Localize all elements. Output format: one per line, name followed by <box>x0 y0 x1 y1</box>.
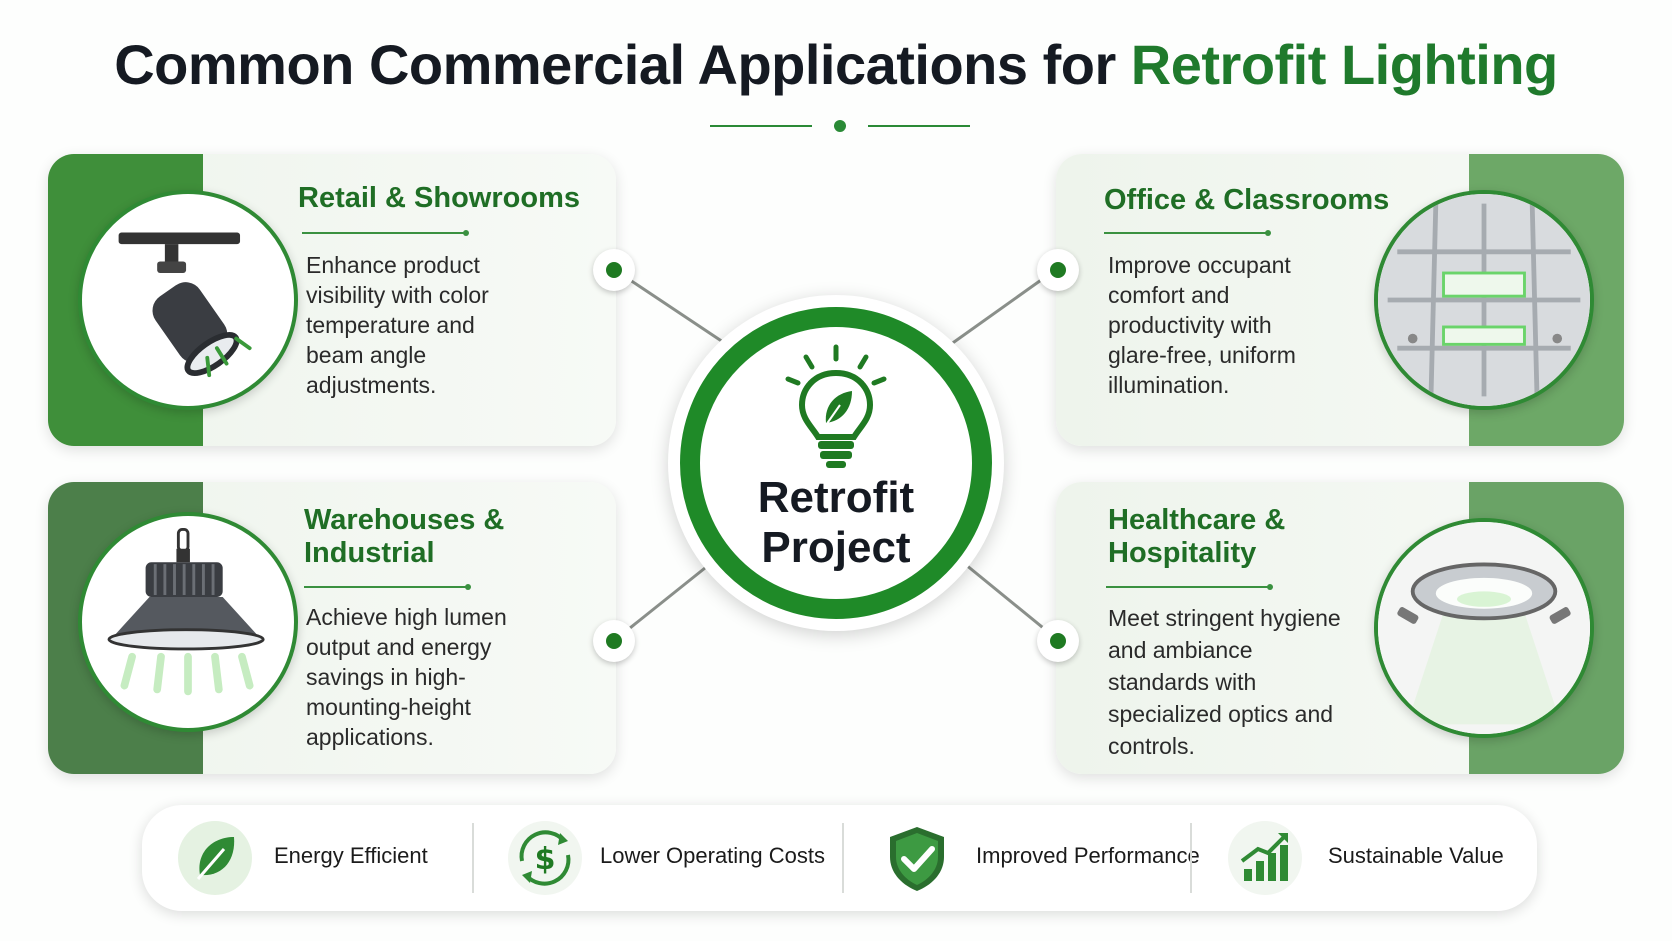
card-office: Office & Classrooms Improve occupant com… <box>1056 154 1624 446</box>
dollar-cycle-icon: $ <box>508 821 582 895</box>
recessed-downlight-icon <box>1374 518 1594 738</box>
card-description: Enhance product visibility with color te… <box>306 252 489 398</box>
connector-node-healthcare <box>1037 620 1079 662</box>
hub-label: Retrofit Project <box>668 473 1004 573</box>
card-healthcare: Healthcare & Hospitality Meet stringent … <box>1056 482 1624 774</box>
hub-label-line1: Retrofit <box>757 473 915 522</box>
ceiling-panel-icon <box>1374 190 1594 410</box>
card-rule <box>302 230 469 236</box>
card-rule <box>1104 230 1271 236</box>
card-title: Retail & Showrooms <box>298 182 580 214</box>
card-retail: Retail & Showrooms Enhance product visib… <box>48 154 616 446</box>
card-title: Healthcare & Hospitality <box>1108 504 1286 569</box>
benefit-divider <box>1190 823 1192 893</box>
benefit-divider <box>842 823 844 893</box>
title-accent: Retrofit Lighting <box>1130 33 1558 96</box>
benefit-label: Sustainable Value <box>1328 843 1504 868</box>
benefit-divider <box>472 823 474 893</box>
title-prefix: Common Commercial Applications for <box>114 33 1131 96</box>
growth-chart-icon <box>1228 821 1302 895</box>
card-title: Office & Classrooms <box>1104 184 1390 216</box>
connector-node-office <box>1037 249 1079 291</box>
hub-label-line2: Project <box>761 523 911 572</box>
shield-check-icon <box>880 821 954 895</box>
track-spotlight-icon <box>78 190 298 410</box>
lightbulb-leaf-icon <box>785 344 887 468</box>
connector-node-warehouse <box>593 620 635 662</box>
retrofit-project-hub: Retrofit Project <box>668 295 1004 631</box>
connector-node-retail <box>593 249 635 291</box>
card-rule <box>1106 584 1273 590</box>
card-description: Improve occupant comfort and productivit… <box>1108 252 1296 398</box>
card-rule <box>304 584 471 590</box>
benefit-label: Improved Performance <box>976 843 1200 868</box>
card-warehouse: Warehouses & Industrial Achieve high lum… <box>48 482 616 774</box>
page-title: Common Commercial Applications for Retro… <box>0 32 1672 97</box>
card-description: Meet stringent hygiene and ambiance stan… <box>1108 605 1341 759</box>
benefits-bar: Energy Efficient $ Lower Operating Costs… <box>142 805 1537 911</box>
card-description: Achieve high lumen output and energy sav… <box>306 604 507 750</box>
benefit-label: Lower Operating Costs <box>600 843 825 868</box>
title-divider <box>710 120 970 132</box>
benefit-label: Energy Efficient <box>274 843 428 868</box>
leaf-icon <box>178 821 252 895</box>
high-bay-light-icon <box>78 512 298 732</box>
svg-text:$: $ <box>535 842 556 877</box>
card-title: Warehouses & Industrial <box>304 504 505 569</box>
